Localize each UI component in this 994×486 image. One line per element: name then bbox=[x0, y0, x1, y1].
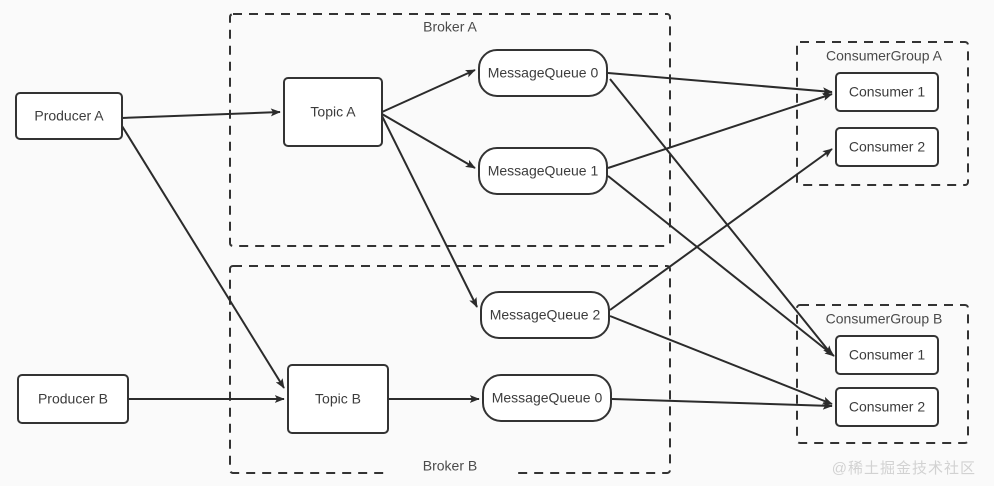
edge-mq-b-2-to-cga-c2 bbox=[609, 148, 833, 311]
node-label-producer-b: Producer B bbox=[38, 391, 108, 407]
group-broker-b[interactable]: Broker B bbox=[229, 265, 671, 476]
node-box-producer-b bbox=[17, 374, 129, 424]
group-label-backdrop-consumer-group-a bbox=[822, 48, 946, 66]
node-box-cga-c1 bbox=[835, 72, 939, 112]
edge-topic-a-to-mq-a-1 bbox=[381, 113, 476, 169]
node-box-cgb-c1 bbox=[835, 335, 939, 375]
node-label-producer-a: Producer A bbox=[34, 108, 104, 124]
node-box-mq-a-1 bbox=[478, 147, 608, 195]
node-box-topic-b bbox=[287, 364, 389, 434]
node-label-topic-b: Topic B bbox=[315, 391, 361, 407]
node-label-mq-b-2: MessageQueue 2 bbox=[490, 307, 601, 323]
node-label-cga-c2: Consumer 2 bbox=[849, 139, 925, 155]
node-label-cgb-c2: Consumer 2 bbox=[849, 399, 925, 415]
group-label-backdrop-broker-b bbox=[388, 458, 512, 476]
group-border-consumer-group-b bbox=[796, 304, 969, 444]
node-cgb-c1[interactable]: Consumer 1 bbox=[835, 335, 939, 375]
group-border-broker-a bbox=[229, 13, 671, 247]
node-cgb-c2[interactable]: Consumer 2 bbox=[835, 387, 939, 427]
group-broker-a[interactable]: Broker A bbox=[229, 13, 671, 247]
node-topic-b[interactable]: Topic B bbox=[287, 364, 389, 434]
group-label-consumer-group-a: ConsumerGroup A bbox=[826, 48, 943, 64]
edge-producer-a-to-topic-b bbox=[121, 125, 285, 389]
node-label-mq-a-0: MessageQueue 0 bbox=[488, 65, 599, 81]
node-label-cga-c1: Consumer 1 bbox=[849, 84, 925, 100]
node-box-cga-c2 bbox=[835, 127, 939, 167]
group-label-backdrop-consumer-group-b bbox=[822, 311, 946, 329]
node-label-mq-b-0: MessageQueue 0 bbox=[492, 390, 603, 406]
node-label-mq-a-1: MessageQueue 1 bbox=[488, 163, 599, 179]
node-cga-c1[interactable]: Consumer 1 bbox=[835, 72, 939, 112]
node-box-mq-b-2 bbox=[480, 291, 610, 339]
group-containers: Broker A Broker B ConsumerGroup A ConsumerG… bbox=[229, 13, 969, 476]
node-mq-b-2[interactable]: MessageQueue 2 bbox=[480, 291, 610, 339]
group-consumer-group-b[interactable]: ConsumerGroup B bbox=[796, 304, 969, 444]
edge-mq-b-2-to-cgb-c2 bbox=[609, 315, 833, 405]
edge-mq-a-0-to-cgb-c1 bbox=[609, 78, 833, 356]
node-box-mq-a-0 bbox=[478, 49, 608, 97]
node-label-topic-a: Topic A bbox=[310, 104, 356, 120]
edge-topic-a-to-mq-a-0 bbox=[381, 69, 476, 113]
group-label-broker-b: Broker B bbox=[423, 458, 477, 474]
node-producer-a[interactable]: Producer A bbox=[15, 92, 123, 140]
node-box-cgb-c2 bbox=[835, 387, 939, 427]
edges bbox=[121, 69, 835, 410]
edge-mq-b-0-to-cgb-c2 bbox=[611, 398, 833, 410]
group-border-broker-b bbox=[229, 265, 671, 474]
node-box-mq-b-0 bbox=[482, 374, 612, 422]
node-mq-b-0[interactable]: MessageQueue 0 bbox=[482, 374, 612, 422]
edge-mq-a-0-to-cga-c1 bbox=[607, 72, 833, 96]
node-mq-a-1[interactable]: MessageQueue 1 bbox=[478, 147, 608, 195]
edge-topic-a-to-mq-b-2 bbox=[381, 115, 478, 308]
node-topic-a[interactable]: Topic A bbox=[283, 77, 383, 147]
group-label-backdrop-broker-a bbox=[388, 19, 512, 37]
node-mq-a-0[interactable]: MessageQueue 0 bbox=[478, 49, 608, 97]
node-box-topic-a bbox=[283, 77, 383, 147]
group-border-consumer-group-a bbox=[796, 41, 969, 186]
group-label-consumer-group-b: ConsumerGroup B bbox=[826, 311, 943, 327]
node-producer-b[interactable]: Producer B bbox=[17, 374, 129, 424]
watermark: @稀土掘金技术社区 bbox=[831, 460, 976, 477]
node-box-producer-a bbox=[15, 92, 123, 140]
group-consumer-group-a[interactable]: ConsumerGroup A bbox=[796, 41, 969, 186]
edge-mq-a-1-to-cgb-c1 bbox=[607, 175, 835, 357]
node-cga-c2[interactable]: Consumer 2 bbox=[835, 127, 939, 167]
group-label-broker-a: Broker A bbox=[423, 19, 477, 35]
edge-producer-a-to-topic-a bbox=[121, 108, 281, 119]
nodes: Producer A Producer B Topic A Topic B Messag… bbox=[15, 49, 939, 434]
edge-mq-a-1-to-cga-c1 bbox=[607, 93, 833, 169]
node-label-cgb-c1: Consumer 1 bbox=[849, 347, 925, 363]
